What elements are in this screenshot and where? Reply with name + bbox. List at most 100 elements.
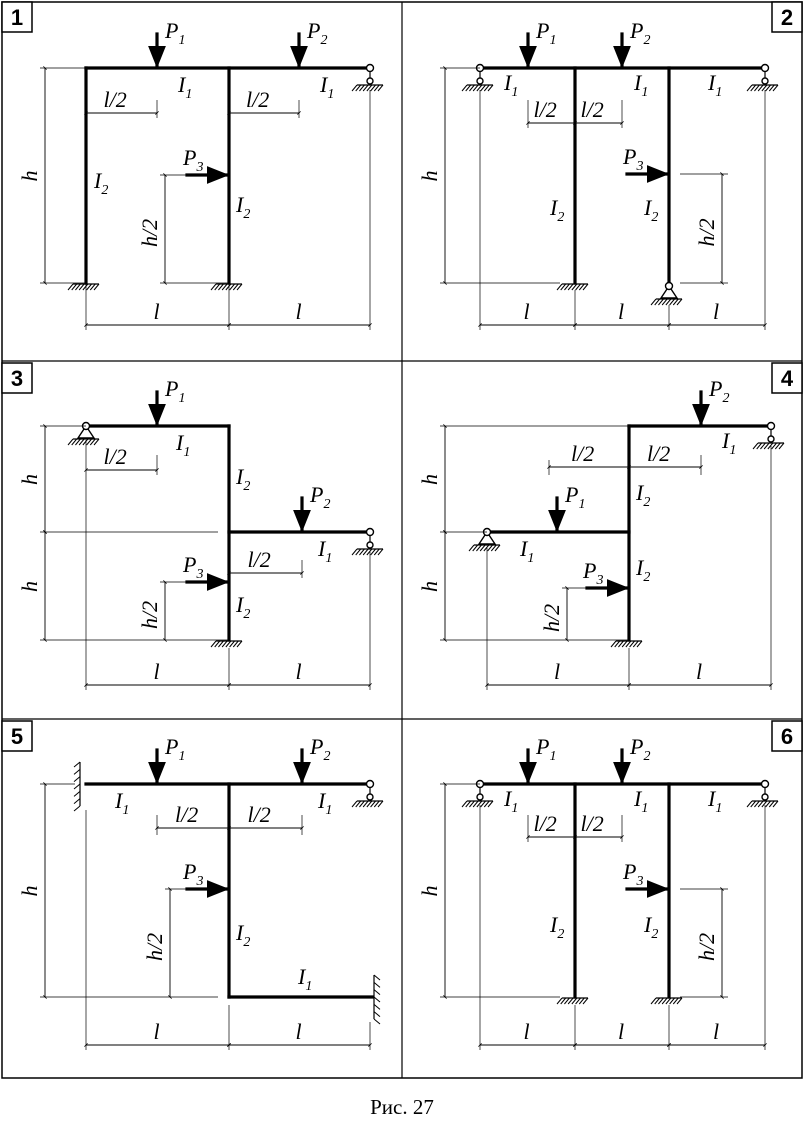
force-label: P2 — [309, 734, 330, 764]
stiffness-label: I2 — [235, 920, 250, 950]
ground-hatch — [355, 548, 362, 556]
force-label: P3 — [182, 552, 203, 582]
ground-hatch — [476, 544, 482, 552]
ground-hatch — [556, 283, 563, 291]
ground-hatch — [556, 997, 563, 1005]
panel-grid — [1, 1, 803, 1079]
stiffness-label: I1 — [317, 788, 332, 818]
ground-hatch — [366, 84, 373, 92]
dimension-label: l — [524, 299, 530, 324]
wall-hatch — [73, 776, 81, 783]
ground-hatch — [661, 298, 668, 306]
ground-hatch — [575, 997, 581, 1005]
ground-hatch — [75, 438, 81, 446]
ground-hatch — [225, 283, 232, 291]
panel-number-5: 5 — [11, 724, 23, 749]
ground-hatch — [772, 84, 779, 92]
ground-hatch — [621, 640, 628, 648]
ground-hatch — [370, 548, 376, 556]
dimension-label: l — [618, 1019, 624, 1044]
support-pin — [365, 63, 375, 73]
dimension-label: h — [17, 474, 42, 485]
ground-hatch — [370, 84, 376, 92]
wall-hatch — [373, 981, 381, 988]
support-pin — [761, 77, 769, 85]
stiffness-label: I1 — [633, 786, 648, 816]
ground-hatch — [214, 283, 221, 291]
ground-hatch — [757, 800, 764, 808]
ground-hatch — [351, 800, 358, 808]
stiffness-label: I2 — [549, 195, 564, 225]
ground-hatch — [752, 442, 759, 450]
dimension-label: h — [417, 581, 442, 592]
force-label: P3 — [182, 859, 203, 889]
panel-number-box — [771, 720, 803, 752]
dimension-label: l/2 — [248, 547, 271, 572]
support-pin — [365, 527, 375, 537]
ground-hatch — [89, 283, 96, 291]
support-pin — [761, 793, 769, 801]
ground-hatch — [560, 997, 567, 1005]
ground-hatch — [373, 84, 380, 92]
ground-hatch — [771, 442, 777, 450]
ground-hatch — [760, 442, 766, 450]
ground-hatch — [359, 548, 365, 556]
ground-hatch — [629, 640, 635, 648]
support-triangle — [477, 530, 497, 545]
dimension-label: h — [417, 474, 442, 485]
ground-hatch — [483, 84, 490, 92]
roller-support — [351, 527, 384, 556]
ground-hatch — [567, 283, 574, 291]
stiffness-label: I2 — [549, 912, 564, 942]
ground-hatch — [373, 548, 380, 556]
force-label: P1 — [535, 18, 556, 48]
dimension-label: h — [17, 886, 42, 897]
ground-hatch — [614, 640, 621, 648]
ground-hatch — [366, 548, 373, 556]
force-label: P1 — [535, 734, 556, 764]
ground-hatch — [476, 84, 483, 92]
ground-hatch — [571, 997, 578, 1005]
ground-hatch — [483, 544, 490, 552]
dimension-label: l — [713, 1019, 719, 1044]
panel-number-6: 6 — [781, 724, 793, 749]
stiffness-label: I2 — [635, 480, 650, 510]
roller-support — [351, 779, 384, 808]
ground-hatch — [571, 283, 578, 291]
ground-hatch — [490, 544, 497, 552]
ground-hatch — [465, 800, 472, 808]
dimension-label: l — [618, 299, 624, 324]
ground-hatch — [665, 997, 672, 1005]
ground-hatch — [86, 438, 92, 446]
ground-hatch — [625, 640, 632, 648]
ground-hatch — [650, 298, 657, 306]
ground-hatch — [582, 997, 589, 1005]
panel-number-4: 4 — [781, 366, 794, 391]
wall-hatch — [373, 1003, 381, 1010]
stiffness-label: I2 — [643, 912, 658, 942]
dimension-label: h/2 — [539, 604, 564, 632]
support-pin — [366, 793, 374, 801]
wall-hatch — [73, 805, 81, 812]
ground-hatch — [575, 283, 581, 291]
ground-hatch — [210, 640, 217, 648]
ground-hatch — [487, 800, 494, 808]
stiffness-label: I1 — [503, 786, 518, 816]
force-label: P2 — [309, 482, 330, 512]
stiffness-label: I1 — [297, 964, 312, 994]
ground-hatch — [658, 298, 664, 306]
ground-hatch — [93, 438, 100, 446]
ground-hatch — [236, 640, 243, 648]
stiffness-label: I1 — [114, 788, 129, 818]
force-label: P1 — [164, 376, 185, 406]
ground-hatch — [355, 800, 362, 808]
ground-hatch — [672, 298, 679, 306]
ground-hatch — [86, 283, 92, 291]
dimension-label: h/2 — [694, 218, 719, 246]
ground-hatch — [362, 800, 369, 808]
ground-hatch — [610, 640, 617, 648]
